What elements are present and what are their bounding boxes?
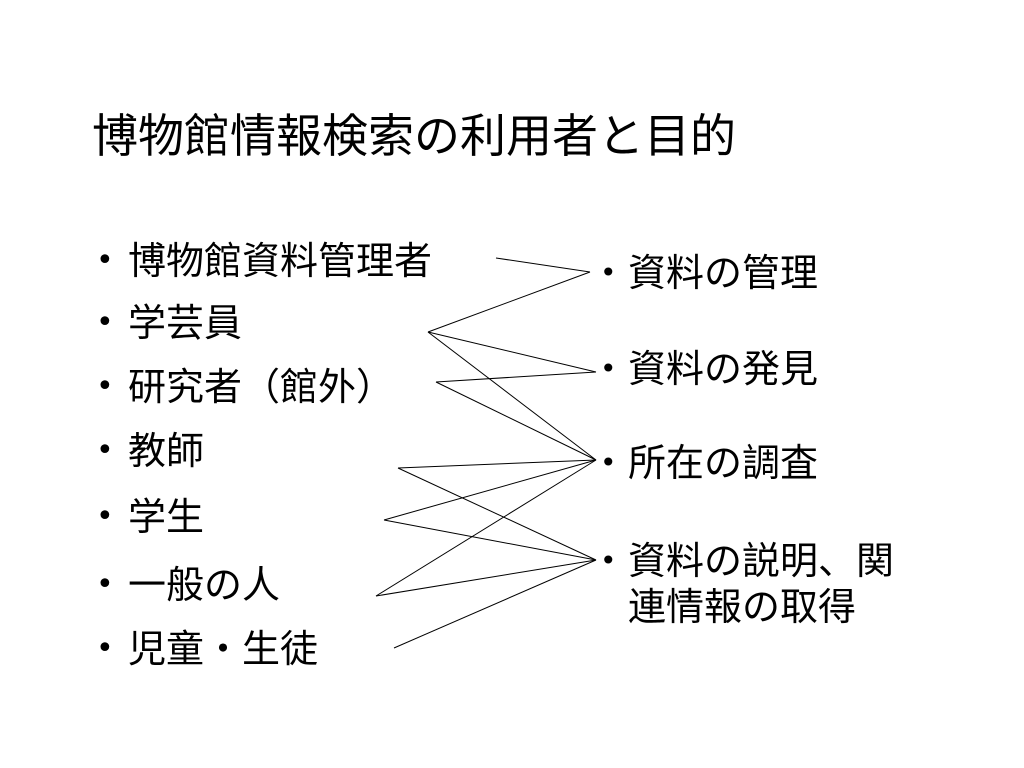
purpose-item-location-survey: • 所在の調査 <box>600 440 819 486</box>
user-item-curator: • 学芸員 <box>96 300 243 346</box>
bullet-icon: • <box>600 446 617 479</box>
connector-u2-p1 <box>427 271 591 333</box>
bullet-icon: • <box>96 567 114 602</box>
purpose-item-collection-management: • 資料の管理 <box>600 250 819 296</box>
user-item-children-pupils: • 児童・生徒 <box>96 626 319 672</box>
user-label: 教師 <box>128 429 205 473</box>
connector-u5-p4 <box>383 519 597 561</box>
bullet-icon: • <box>96 305 114 340</box>
user-item-external-researcher: • 研究者（館外） <box>96 364 395 410</box>
bullet-icon: • <box>600 544 617 577</box>
bullet-icon: • <box>96 433 114 468</box>
bullet-icon: • <box>96 499 114 534</box>
connector-u5-p3 <box>383 459 597 521</box>
purpose-item-explanation-related-info: • 資料の説明、関 連情報の取得 <box>600 538 948 630</box>
user-label: 学芸員 <box>128 301 243 345</box>
user-item-museum-collection-manager: • 博物館資料管理者 <box>96 238 433 284</box>
purpose-label: 資料の管理 <box>628 251 819 295</box>
purpose-label: 所在の調査 <box>628 441 819 485</box>
connector-u4-p3 <box>397 459 597 469</box>
user-item-general-public: • 一般の人 <box>96 562 281 608</box>
slide-title: 博物館情報検索の利用者と目的 <box>92 109 736 163</box>
connector-u1-p1 <box>495 257 591 273</box>
user-item-teacher: • 教師 <box>96 428 205 474</box>
connector-u3-p3 <box>435 381 597 461</box>
purpose-label-line-1: 資料の説明、関 <box>628 539 895 583</box>
connector-u2-p2 <box>427 331 597 373</box>
connector-u3-p2 <box>435 371 597 383</box>
purpose-item-discovery: • 資料の発見 <box>600 346 819 392</box>
bullet-icon: • <box>96 369 114 404</box>
user-label: 博物館資料管理者 <box>128 239 433 283</box>
connector-u6-p3 <box>375 459 597 597</box>
user-label: 一般の人 <box>128 563 281 607</box>
connector-u2-p3 <box>427 331 597 461</box>
user-label: 研究者（館外） <box>128 365 395 409</box>
connector-u4-p4 <box>397 467 597 561</box>
bullet-icon: • <box>96 243 114 278</box>
bullet-icon: • <box>600 256 617 289</box>
connector-u6-p4 <box>375 559 597 597</box>
purpose-label: 資料の発見 <box>628 347 819 391</box>
user-label: 児童・生徒 <box>128 627 319 671</box>
purpose-label-line-2: 連情報の取得 <box>628 585 857 629</box>
bullet-icon: • <box>96 631 114 666</box>
connector-u7-p4 <box>393 559 597 649</box>
user-label: 学生 <box>128 495 205 539</box>
bullet-icon: • <box>600 352 617 385</box>
user-item-student: • 学生 <box>96 494 205 540</box>
